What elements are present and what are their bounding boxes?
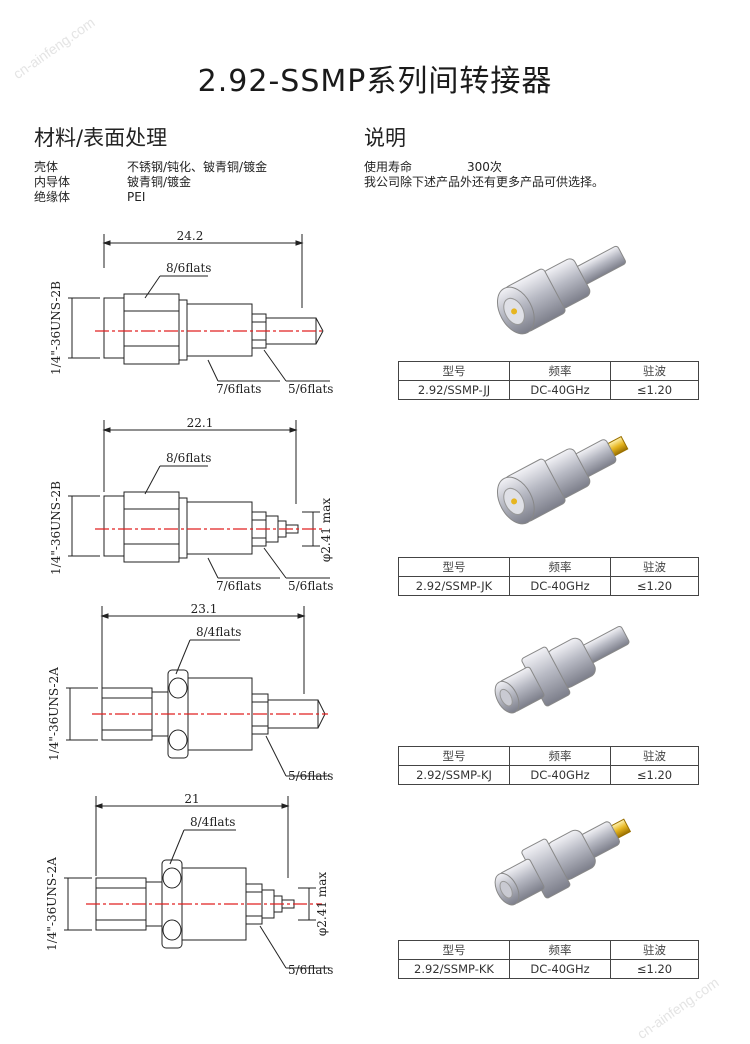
product-image-kk xyxy=(494,818,632,906)
dimension-length: 23.1 xyxy=(191,602,218,616)
drawing-jj-svg: 24.2 1/4"-36UNS-2B 8/6flats 7/6flats 5/6… xyxy=(49,229,333,396)
vswr-cell: ≤1.20 xyxy=(610,959,699,979)
table-header-row: 型号 频率 驻波 xyxy=(398,361,699,381)
table-row: 2.92/SSMP-KK DC-40GHz ≤1.20 xyxy=(398,959,699,979)
drawing-jj: 24.2 1/4"-36UNS-2B 8/6flats 7/6flats 5/6… xyxy=(40,228,370,408)
frequency-cell: DC-40GHz xyxy=(509,765,611,785)
model-cell: 2.92/SSMP-KK xyxy=(398,959,510,979)
table-row: 2.92/SSMP-KJ DC-40GHz ≤1.20 xyxy=(398,765,699,785)
product-image-jj xyxy=(496,245,626,335)
pin-diameter-label: φ2.41 max xyxy=(319,498,333,562)
table-row: 2.92/SSMP-JK DC-40GHz ≤1.20 xyxy=(398,576,699,596)
header-model: 型号 xyxy=(398,361,510,381)
life-label: 使用寿命 xyxy=(364,160,413,174)
frequency-cell: DC-40GHz xyxy=(509,959,611,979)
header-vswr: 驻波 xyxy=(610,361,699,381)
material-spec: PEI xyxy=(127,190,146,204)
flats-label: 5/6flats xyxy=(288,963,333,977)
model-cell: 2.92/SSMP-KJ xyxy=(398,765,510,785)
materials-row: 绝缘体 PEI xyxy=(34,190,267,205)
header-vswr: 驻波 xyxy=(610,746,699,766)
table-row: 2.92/SSMP-JJ DC-40GHz ≤1.20 xyxy=(398,380,699,400)
dimension-length: 22.1 xyxy=(187,416,214,430)
material-part: 壳体 xyxy=(34,160,59,174)
drawing-jk-svg: 22.1 1/4"-36UNS-2B 8/6flats 7/6flats 5/6… xyxy=(49,416,333,593)
product-table-kk: 型号 频率 驻波 2.92/SSMP-KK DC-40GHz ≤1.20 xyxy=(398,940,699,979)
header-model: 型号 xyxy=(398,557,510,577)
drawing-kk: 21 1/4"-36UNS-2A 8/4flats 5/6flats φ2.41… xyxy=(40,790,370,982)
model-cell: 2.92/SSMP-JK xyxy=(398,576,510,596)
pin-diameter-label: φ2.41 max xyxy=(315,872,329,936)
product-image-jk xyxy=(496,435,629,525)
product-table-jk: 型号 频率 驻波 2.92/SSMP-JK DC-40GHz ≤1.20 xyxy=(398,557,699,596)
thread-label: 1/4"-36UNS-2B xyxy=(49,481,63,575)
header-frequency: 频率 xyxy=(509,746,611,766)
product-image-kj xyxy=(494,625,630,714)
product-table-kj: 型号 频率 驻波 2.92/SSMP-KJ DC-40GHz ≤1.20 xyxy=(398,746,699,785)
drawing-jk: 22.1 1/4"-36UNS-2B 8/6flats 7/6flats 5/6… xyxy=(40,412,370,596)
material-spec: 铍青铜/镀金 xyxy=(127,175,192,189)
drawing-kj: 23.1 1/4"-36UNS-2A 8/4flats 5/6flats xyxy=(40,598,370,788)
flats-label: 8/4flats xyxy=(190,815,235,829)
materials-heading: 材料/表面处理 xyxy=(34,126,168,150)
life-value: 300次 xyxy=(467,160,502,174)
material-part: 内导体 xyxy=(34,175,71,189)
flats-label: 7/6flats xyxy=(216,382,261,396)
header-vswr: 驻波 xyxy=(610,557,699,577)
thread-label: 1/4"-36UNS-2A xyxy=(45,857,59,951)
header-frequency: 频率 xyxy=(509,557,611,577)
header-model: 型号 xyxy=(398,940,510,960)
watermark-bottom-right: cn-ainfeng.com xyxy=(634,973,722,1043)
flats-label: 5/6flats xyxy=(288,769,333,783)
flats-label: 8/6flats xyxy=(166,261,211,275)
materials-row: 内导体 铍青铜/镀金 xyxy=(34,175,267,190)
vswr-cell: ≤1.20 xyxy=(610,765,699,785)
flats-label: 5/6flats xyxy=(288,382,333,396)
thread-label: 1/4"-36UNS-2A xyxy=(47,667,61,761)
drawing-kj-svg: 23.1 1/4"-36UNS-2A 8/4flats 5/6flats xyxy=(47,602,333,783)
flats-label: 8/4flats xyxy=(196,625,241,639)
header-frequency: 频率 xyxy=(509,940,611,960)
notes-text: 我公司除下述产品外还有更多产品可供选择。 xyxy=(364,175,605,189)
flats-label: 8/6flats xyxy=(166,451,211,465)
table-header-row: 型号 频率 驻波 xyxy=(398,557,699,577)
product-table-jj: 型号 频率 驻波 2.92/SSMP-JJ DC-40GHz ≤1.20 xyxy=(398,361,699,400)
thread-label: 1/4"-36UNS-2B xyxy=(49,281,63,375)
material-spec: 不锈钢/钝化、铍青铜/镀金 xyxy=(127,160,268,174)
header-vswr: 驻波 xyxy=(610,940,699,960)
table-header-row: 型号 频率 驻波 xyxy=(398,746,699,766)
drawing-kk-svg: 21 1/4"-36UNS-2A 8/4flats 5/6flats φ2.41… xyxy=(45,792,333,977)
vswr-cell: ≤1.20 xyxy=(610,576,699,596)
materials-table: 壳体 不锈钢/钝化、铍青铜/镀金 内导体 铍青铜/镀金 绝缘体 PEI xyxy=(34,160,267,205)
model-cell: 2.92/SSMP-JJ xyxy=(398,380,510,400)
vswr-cell: ≤1.20 xyxy=(610,380,699,400)
flats-label: 7/6flats xyxy=(216,579,261,593)
dimension-length: 24.2 xyxy=(177,229,204,243)
materials-row: 壳体 不锈钢/钝化、铍青铜/镀金 xyxy=(34,160,267,175)
header-model: 型号 xyxy=(398,746,510,766)
dimension-length: 21 xyxy=(184,792,199,806)
notes-block: 使用寿命 300次 我公司除下述产品外还有更多产品可供选择。 xyxy=(364,160,604,190)
table-header-row: 型号 频率 驻波 xyxy=(398,940,699,960)
frequency-cell: DC-40GHz xyxy=(509,380,611,400)
material-part: 绝缘体 xyxy=(34,190,71,204)
notes-heading: 说明 xyxy=(364,126,406,150)
page-title: 2.92-SSMP系列间转接器 xyxy=(197,64,553,99)
frequency-cell: DC-40GHz xyxy=(509,576,611,596)
flats-label: 5/6flats xyxy=(288,579,333,593)
header-frequency: 频率 xyxy=(509,361,611,381)
